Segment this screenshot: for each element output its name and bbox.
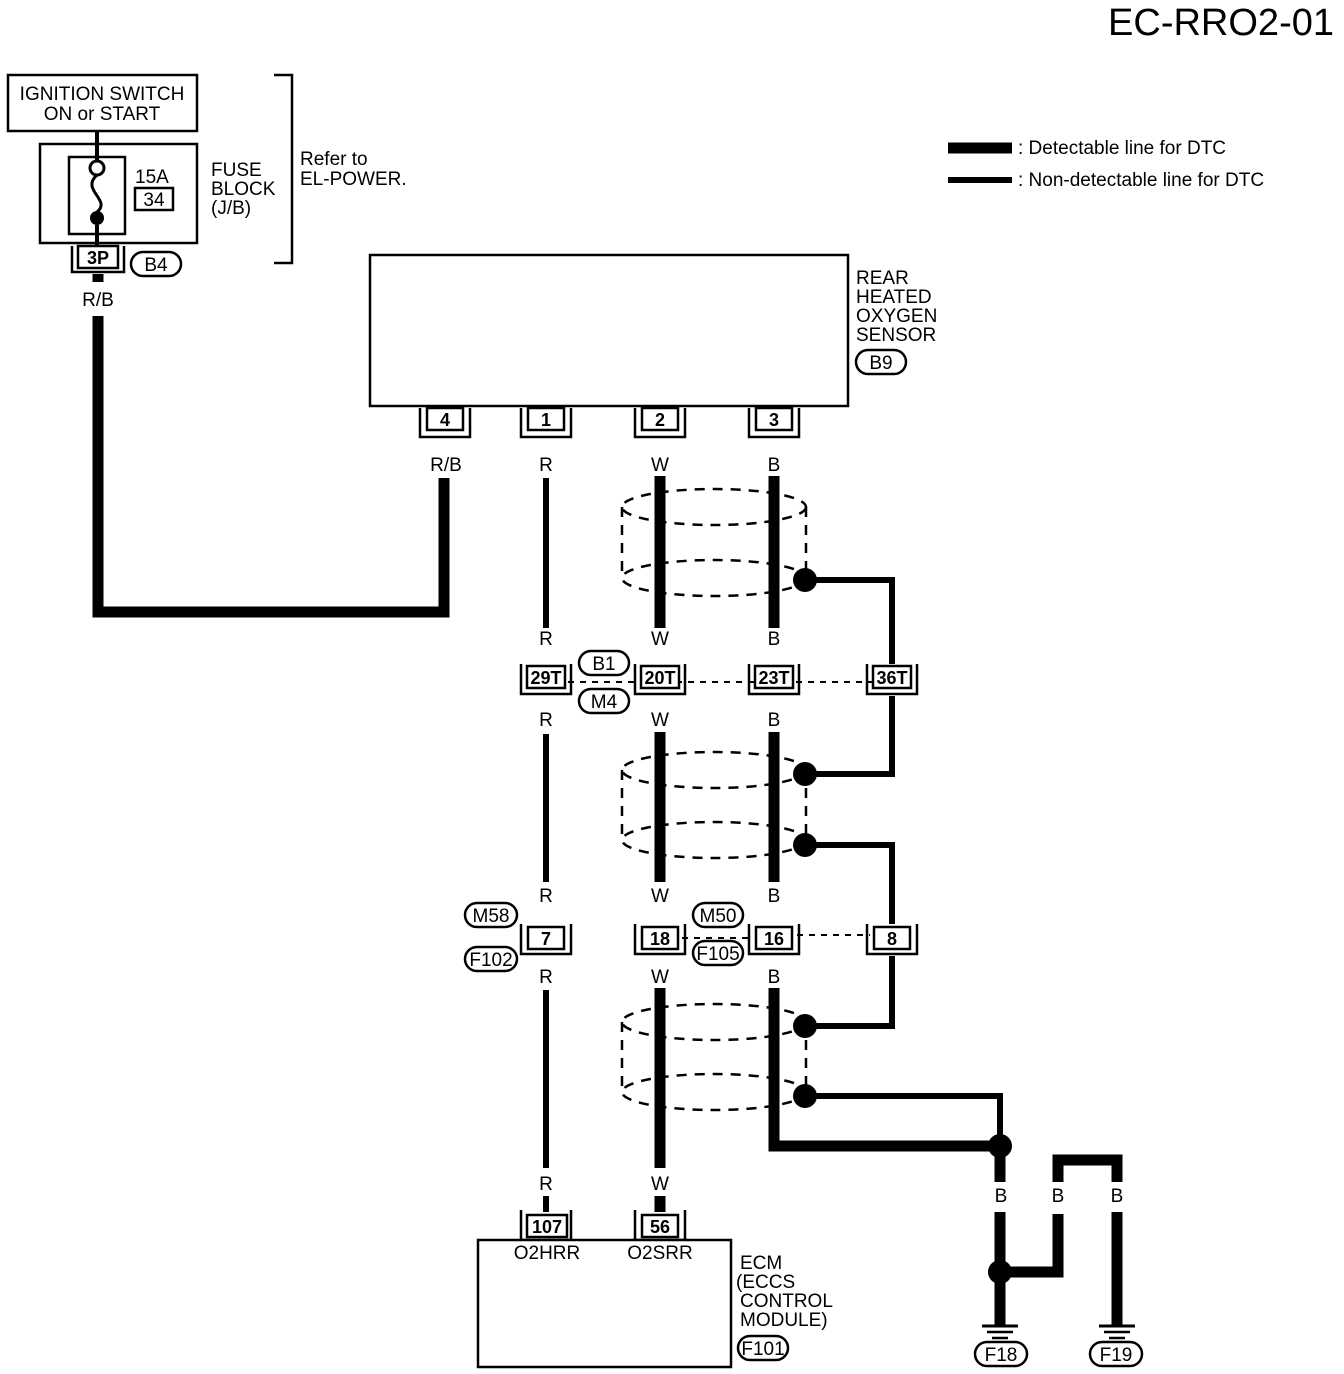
- wire-label-r-5: R: [539, 967, 553, 988]
- fuse-block-line1: FUSE: [211, 160, 262, 181]
- wire-label-b-1: B: [768, 455, 781, 476]
- fuse-number: 34: [143, 190, 165, 211]
- fuse-block: 15A 34 FUSE BLOCK (J/B) Refer to EL-POWE…: [38, 73, 407, 278]
- wire-label-r-3: R: [539, 710, 553, 731]
- wire-label-b-g1: B: [995, 1186, 1008, 1207]
- j2-id-left-top: M58: [473, 906, 510, 927]
- ecm-line2: (ECCS: [736, 1272, 795, 1293]
- wire-label-r-6: R: [539, 1174, 553, 1195]
- ecm-line1: ECM: [740, 1253, 782, 1274]
- j1-pin-36t: 36T: [876, 668, 907, 688]
- sensor-pin-2: 2: [633, 406, 687, 439]
- ecm-line4: MODULE): [740, 1310, 828, 1331]
- wire-label-w-1: W: [651, 455, 669, 476]
- wire-b-seg3: [768, 988, 1000, 1152]
- sensor-pin-1: 1: [519, 406, 573, 439]
- wire-label-b-4: B: [768, 886, 781, 907]
- svg-text:4: 4: [440, 410, 450, 430]
- wire-label-b-3: B: [768, 710, 781, 731]
- wire-label-r-4: R: [539, 886, 553, 907]
- wire-label-b-g3: B: [1111, 1186, 1124, 1207]
- wire-label-rb-sensor: R/B: [430, 455, 462, 476]
- fuse-amps: 15A: [135, 167, 169, 188]
- wire-label-b-5: B: [768, 967, 781, 988]
- rear-heated-oxygen-sensor: REAR HEATED OXYGEN SENSOR B9: [368, 253, 937, 408]
- ecm-pin-label-o2hrr: O2HRR: [514, 1243, 581, 1264]
- ecm-line3: CONTROL: [740, 1291, 833, 1312]
- ignition-switch: IGNITION SWITCH ON or START: [6, 73, 199, 133]
- wire-label-w-5: W: [651, 967, 669, 988]
- j2-id-bottom: F105: [696, 944, 739, 965]
- diagram-title: EC-RRO2-01: [1108, 2, 1334, 44]
- svg-text:1: 1: [541, 410, 551, 430]
- fuse-connector: 3P: [87, 248, 109, 268]
- sensor-line1: REAR: [856, 268, 909, 289]
- j2-pin-16: 16: [764, 929, 784, 949]
- j2-pin-8: 8: [887, 929, 897, 949]
- wire-rb: [92, 316, 450, 618]
- wire-label-w-2: W: [651, 629, 669, 650]
- j1-pin-20t: 20T: [644, 668, 675, 688]
- j2-id-left-bottom: F102: [469, 950, 512, 971]
- sensor-line4: SENSOR: [856, 325, 936, 346]
- refer-line1: Refer to: [300, 149, 368, 170]
- ecm-pin-label-o2srr: O2SRR: [627, 1243, 692, 1264]
- shield-2: [620, 696, 895, 924]
- sensor-pin-3: 3: [747, 406, 801, 439]
- sensor-connector-id: B9: [869, 353, 892, 374]
- j2-id-top: M50: [700, 906, 737, 927]
- wire-label-w-6: W: [651, 1174, 669, 1195]
- sensor-pin-4: 4: [418, 406, 472, 439]
- j1-id-bottom: M4: [591, 692, 618, 713]
- wire-label-rb-top: R/B: [82, 290, 114, 311]
- junction-1: 29T 20T 23T 36T B1 M4: [519, 649, 919, 715]
- shield-1: [620, 487, 895, 664]
- j1-id-top: B1: [592, 654, 615, 675]
- legend-nondetectable: : Non-detectable line for DTC: [1018, 170, 1264, 191]
- sensor-line2: HEATED: [856, 287, 932, 308]
- j2-pin-18: 18: [650, 929, 670, 949]
- ecm-connector-id: F101: [741, 1339, 784, 1360]
- ground-icon-f18: [982, 1324, 1018, 1340]
- ignition-line1: IGNITION SWITCH: [20, 84, 185, 105]
- junction-2: 7 18 16 8 M58 F102 M50 F105: [463, 901, 919, 973]
- svg-text:2: 2: [655, 410, 665, 430]
- ecm: 107 56 O2HRR O2SRR ECM (ECCS CONTROL MOD…: [476, 1196, 833, 1369]
- j1-pin-23t: 23T: [758, 668, 789, 688]
- svg-text:3: 3: [769, 410, 779, 430]
- ecm-pin-56: 56: [650, 1217, 670, 1237]
- sensor-line3: OXYGEN: [856, 306, 937, 327]
- legend-detectable: : Detectable line for DTC: [1018, 138, 1226, 159]
- wire-label-w-4: W: [651, 886, 669, 907]
- fuse-connector-id: B4: [144, 255, 168, 276]
- ground-section: B B B F18 F19: [973, 1134, 1144, 1368]
- wire-label-r-2: R: [539, 629, 553, 650]
- fuse-block-line3: (J/B): [211, 198, 251, 219]
- ignition-line2: ON or START: [44, 104, 161, 125]
- ground-f18: F18: [985, 1345, 1018, 1366]
- j2-pin-7: 7: [541, 929, 551, 949]
- wire-label-b-2: B: [768, 629, 781, 650]
- wire-label-b-g2: B: [1052, 1186, 1065, 1207]
- refer-line2: EL-POWER.: [300, 169, 407, 190]
- wire-label-r-1: R: [539, 455, 553, 476]
- wire-label-w-3: W: [651, 710, 669, 731]
- ground-f19: F19: [1100, 1345, 1133, 1366]
- legend: : Detectable line for DTC : Non-detectab…: [948, 138, 1264, 191]
- j1-pin-29t: 29T: [530, 668, 561, 688]
- shield-3: [620, 956, 1003, 1146]
- ecm-pin-107: 107: [532, 1217, 562, 1237]
- fuse-block-line2: BLOCK: [211, 179, 276, 200]
- ground-icon-f19: [1099, 1324, 1135, 1340]
